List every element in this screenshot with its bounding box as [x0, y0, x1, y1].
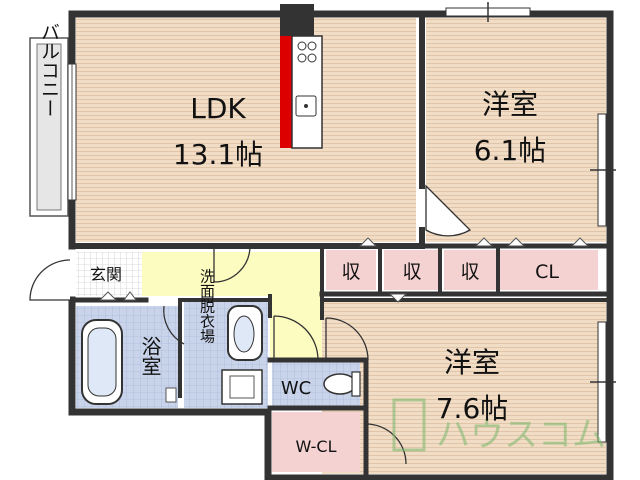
balcony: バルコニー — [29, 23, 69, 217]
closet-label: CL — [535, 261, 559, 283]
balcony-label: バルコニー — [38, 23, 60, 118]
wcl-floor — [272, 412, 360, 472]
washing-machine-icon — [221, 369, 263, 405]
storage3-label: 収 — [460, 261, 479, 283]
stove-burner-icon — [297, 41, 307, 51]
closet-door-markers — [98, 237, 590, 303]
western1-size: 6.1帖 — [474, 134, 547, 167]
stove-burner-icon — [307, 53, 317, 63]
western1-name: 洋室 — [482, 88, 538, 121]
toilet-icon — [323, 373, 357, 395]
hallway-floor-2 — [270, 252, 322, 360]
stove-burner-icon — [297, 53, 307, 63]
kitchen — [280, 4, 323, 149]
watermark-text: ハウスコム — [436, 415, 606, 455]
entrance-label: 玄関 — [90, 265, 122, 284]
ldk-floor — [76, 18, 416, 242]
washroom-label: 洗面脱衣場 — [198, 269, 216, 344]
windows — [67, 2, 616, 443]
wcl-label: W-CL — [295, 437, 336, 456]
storage1-floor — [326, 250, 376, 290]
doors — [29, 184, 472, 465]
watermark-logo-icon — [392, 398, 426, 452]
wc-label: WC — [281, 378, 311, 399]
western2-size: 7.6帖 — [436, 392, 509, 425]
watermark: ハウスコム — [392, 398, 606, 455]
western1-floor — [426, 18, 606, 242]
ldk-name: LDK — [190, 92, 246, 125]
storage3-floor — [444, 250, 496, 290]
storage2-label: 収 — [402, 261, 421, 283]
bathtub-inner — [87, 327, 117, 397]
western2-floor — [322, 302, 606, 474]
western2-name: 洋室 — [444, 346, 500, 379]
closet-floor — [500, 250, 598, 290]
entrance-floor — [76, 252, 142, 296]
storage1-label: 収 — [341, 261, 360, 283]
ldk-size: 13.1帖 — [173, 138, 263, 171]
storage2-floor — [384, 250, 440, 290]
stove-burner-icon — [307, 41, 317, 51]
bath-label: 浴室 — [138, 336, 162, 376]
bath-step-icon — [165, 387, 177, 403]
